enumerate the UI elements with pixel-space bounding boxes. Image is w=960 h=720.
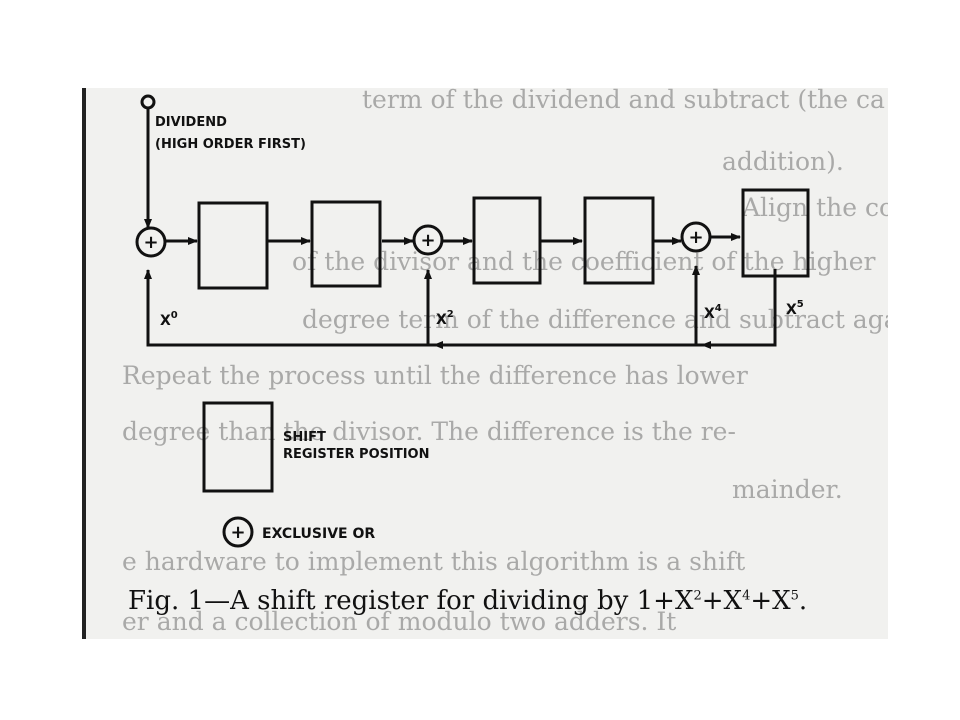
scanned-figure: term of the dividend and subtract (the c… (82, 88, 888, 639)
scan-left-edge (82, 88, 86, 639)
feedback-path (144, 269, 777, 347)
figure-caption: Fig. 1—A shift register for dividing by … (128, 586, 808, 616)
dividend-label: DIVIDEND (155, 115, 227, 130)
tap-label-x0: X0 (160, 310, 178, 329)
legend-xor-symbol (222, 516, 254, 548)
bleed-line: addition). (722, 147, 844, 176)
bleed-line: term of the dividend and subtract (the c… (362, 88, 885, 114)
shift-register-stage-3 (472, 196, 542, 285)
tap-label-x4: X4 (704, 303, 722, 322)
shift-register-diagram: + + + + DIVIDEND (HIGH ORDER FIRST) X0 X… (135, 94, 810, 548)
bleed-line: degree than the divisor. The difference … (122, 417, 736, 446)
legend-register-position-label: REGISTER POSITION (283, 447, 429, 462)
bleed-line: mainder. (732, 475, 843, 504)
xor-gate-2 (412, 224, 444, 256)
bleed-line: degree term of the difference and subtra… (302, 305, 888, 334)
bleed-line: e hardware to implement this algorithm i… (122, 547, 745, 576)
tap-label-x5: X5 (786, 299, 804, 318)
bleed-line: Repeat the process until the difference … (122, 361, 748, 390)
tap-label-x2: X2 (436, 309, 454, 328)
xor-gate-3 (680, 221, 712, 253)
xor-plus-icon: + (420, 230, 435, 251)
bleed-line: er and a collection of modulo two adders… (122, 607, 676, 636)
dividend-order-label: (HIGH ORDER FIRST) (155, 137, 306, 152)
xor-gate-1 (135, 226, 167, 258)
legend-xor-label: EXCLUSIVE OR (262, 526, 375, 542)
legend-shift-register-box (202, 401, 274, 493)
xor-plus-icon: + (143, 232, 158, 253)
shift-register-stage-4 (583, 196, 655, 285)
shift-register-stage-5 (741, 188, 810, 278)
shift-register-stage-2 (310, 200, 382, 288)
bleed-line: Align the coefficient of the highest deg… (741, 193, 888, 222)
xor-plus-icon: + (688, 227, 703, 248)
xor-plus-icon: + (230, 522, 245, 543)
shift-register-stage-1 (197, 201, 269, 290)
input-terminal (140, 94, 156, 110)
legend-shift-label: SHIFT (283, 430, 326, 445)
